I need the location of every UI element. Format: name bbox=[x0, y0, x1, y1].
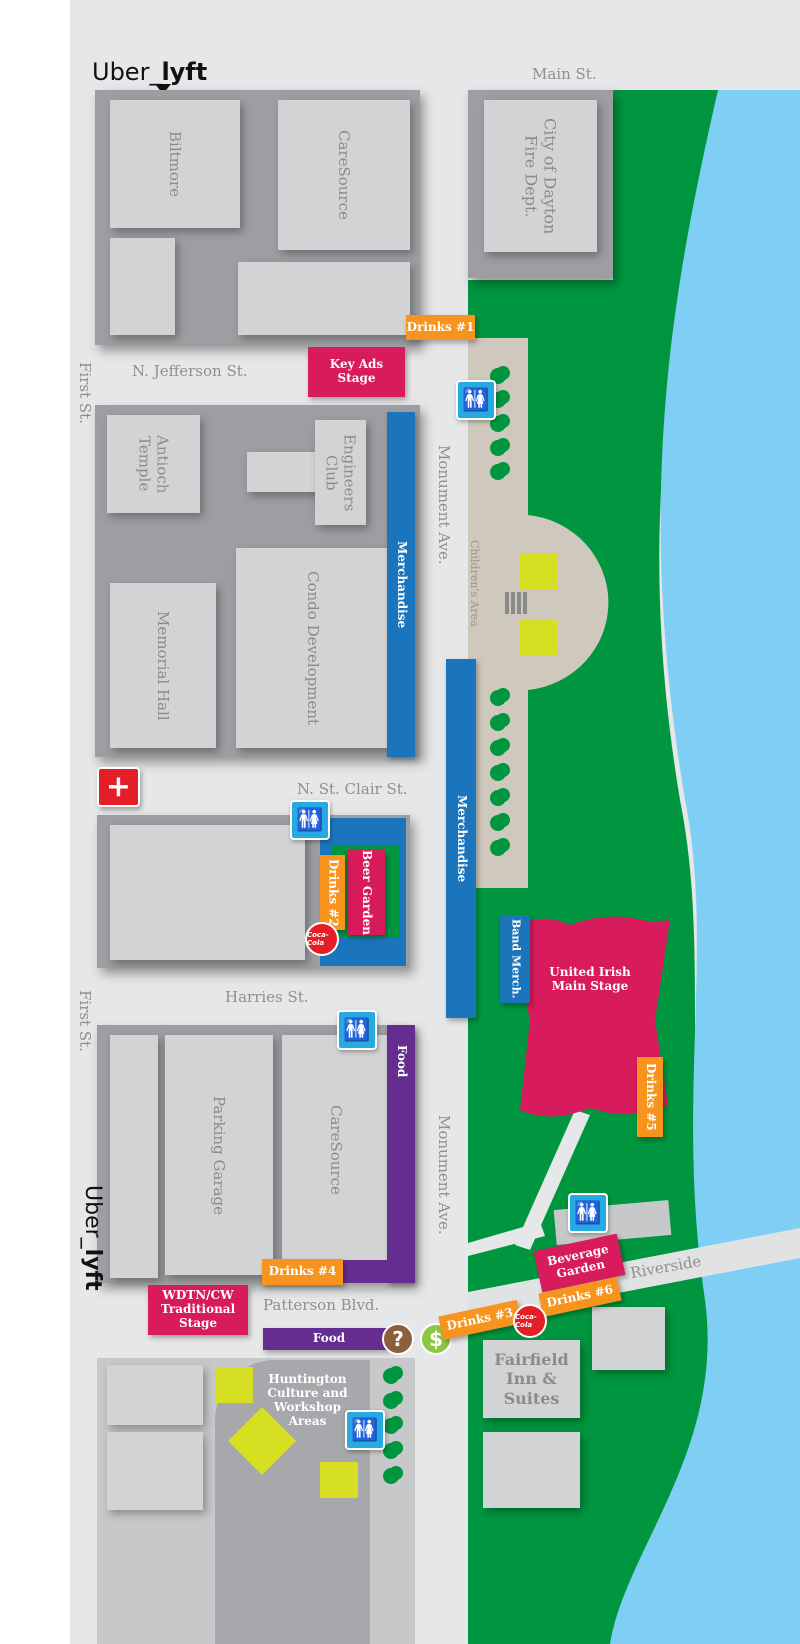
coca-cola-icon: Coca-Cola bbox=[513, 1304, 547, 1338]
beer-garden[interactable]: Beer Garden bbox=[347, 850, 385, 935]
restroom-icon[interactable]: 🚻 bbox=[345, 1410, 385, 1450]
building bbox=[238, 262, 410, 335]
building-caresource: CareSource bbox=[282, 1035, 390, 1265]
rideshare-logo-top: Uber_lyft bbox=[92, 58, 208, 86]
merchandise-1[interactable]: Merchandise bbox=[387, 412, 415, 757]
merchandise-2[interactable]: Merchandise bbox=[446, 659, 476, 1018]
main-stage-shape bbox=[510, 916, 670, 1117]
festival-map: Uber_lyft Biltmore CareSource City of Da… bbox=[70, 0, 800, 1644]
tree-icon bbox=[490, 740, 506, 756]
workshop-tent[interactable] bbox=[215, 1367, 253, 1403]
info-icon[interactable]: ? bbox=[382, 1323, 414, 1355]
childrens-activity[interactable] bbox=[519, 553, 557, 590]
tree-icon bbox=[490, 715, 506, 731]
tree-icon bbox=[490, 690, 506, 706]
drinks-2[interactable]: Drinks #2 bbox=[320, 855, 345, 930]
stage-path bbox=[515, 1110, 590, 1250]
tree-icon bbox=[490, 464, 506, 480]
key-ads-stage[interactable]: Key Ads Stage bbox=[308, 347, 405, 397]
street-st-clair: N. St. Clair St. bbox=[297, 780, 408, 798]
building bbox=[483, 1432, 580, 1508]
lyft-logo: lyft bbox=[80, 1248, 105, 1291]
building bbox=[110, 238, 175, 335]
huntington-label: Huntington Culture and Workshop Areas bbox=[267, 1372, 348, 1428]
rideshare-logo-bottom: Uber_lyft bbox=[80, 1185, 105, 1291]
building-antioch: Antioch Temple bbox=[107, 415, 200, 513]
street-patterson: Patterson Blvd. bbox=[263, 1296, 380, 1314]
food-1[interactable]: Food bbox=[387, 1025, 415, 1283]
restroom-icon[interactable]: 🚻 bbox=[456, 380, 496, 420]
building-engineers: Engineers Club bbox=[315, 420, 366, 525]
street-monument: Monument Ave. bbox=[435, 445, 453, 565]
building bbox=[107, 1365, 203, 1425]
tree-icon bbox=[383, 1418, 399, 1434]
building-parking-garage: Parking Garage bbox=[165, 1035, 273, 1275]
restroom-icon[interactable]: 🚻 bbox=[290, 800, 330, 840]
building bbox=[110, 825, 305, 960]
building-condo: Condo Development bbox=[236, 548, 390, 748]
tree-icon bbox=[490, 840, 506, 856]
tree-icon bbox=[490, 815, 506, 831]
building bbox=[592, 1307, 665, 1370]
building-fairfield: Fairfield Inn & Suites bbox=[483, 1340, 580, 1418]
tree-icon bbox=[383, 1468, 399, 1484]
street-first: First St. bbox=[76, 362, 94, 424]
walk-path bbox=[468, 1222, 545, 1256]
building-biltmore: Biltmore bbox=[110, 100, 240, 228]
restroom-icon[interactable]: 🚻 bbox=[568, 1193, 608, 1233]
band-merch[interactable]: Band Merch. bbox=[500, 915, 530, 1003]
food-1-arm bbox=[335, 1260, 415, 1283]
building bbox=[247, 452, 317, 492]
coca-cola-icon: Coca-Cola bbox=[305, 922, 339, 956]
uber-logo: Uber bbox=[80, 1185, 105, 1238]
tree-icon bbox=[490, 440, 506, 456]
street-main: Main St. bbox=[532, 65, 597, 83]
childrens-activity[interactable] bbox=[519, 620, 557, 655]
building bbox=[110, 1035, 158, 1278]
street-jefferson: N. Jefferson St. bbox=[132, 362, 248, 380]
workshop-tent[interactable] bbox=[320, 1462, 358, 1498]
restroom-icon[interactable]: 🚻 bbox=[337, 1010, 377, 1050]
tree-icon bbox=[383, 1368, 399, 1384]
tree-icon bbox=[383, 1393, 399, 1409]
first-aid-icon[interactable]: + bbox=[97, 767, 140, 807]
drinks-5[interactable]: Drinks #5 bbox=[637, 1057, 663, 1137]
street-monument: Monument Ave. bbox=[435, 1115, 453, 1235]
food-2[interactable]: Food bbox=[263, 1328, 395, 1350]
street-first: First St. bbox=[76, 990, 94, 1052]
uber-logo: Uber bbox=[92, 58, 150, 86]
huntington-area bbox=[215, 1360, 370, 1644]
drinks-1[interactable]: Drinks #1 bbox=[406, 315, 475, 340]
atm-icon[interactable]: $ bbox=[420, 1323, 452, 1355]
playground-grid-icon bbox=[505, 592, 527, 614]
childrens-area-label: Children's Area bbox=[468, 540, 481, 627]
tree-icon bbox=[490, 765, 506, 781]
building-memorial: Memorial Hall bbox=[110, 583, 216, 748]
lyft-logo: lyft bbox=[161, 58, 208, 86]
building bbox=[107, 1432, 203, 1510]
tree-icon bbox=[490, 416, 506, 432]
wdtn-cw-stage[interactable]: WDTN/CW Traditional Stage bbox=[148, 1285, 248, 1335]
tree-icon bbox=[490, 790, 506, 806]
pickup-arrow-icon bbox=[155, 84, 171, 94]
drinks-4[interactable]: Drinks #4 bbox=[262, 1259, 343, 1285]
building-fire-dept: City of Dayton Fire Dept. bbox=[484, 100, 597, 252]
building-caresource: CareSource bbox=[278, 100, 410, 250]
main-stage-label[interactable]: United Irish Main Stage bbox=[549, 965, 631, 993]
tree-icon bbox=[383, 1443, 399, 1459]
street-harries: Harries St. bbox=[225, 988, 309, 1006]
